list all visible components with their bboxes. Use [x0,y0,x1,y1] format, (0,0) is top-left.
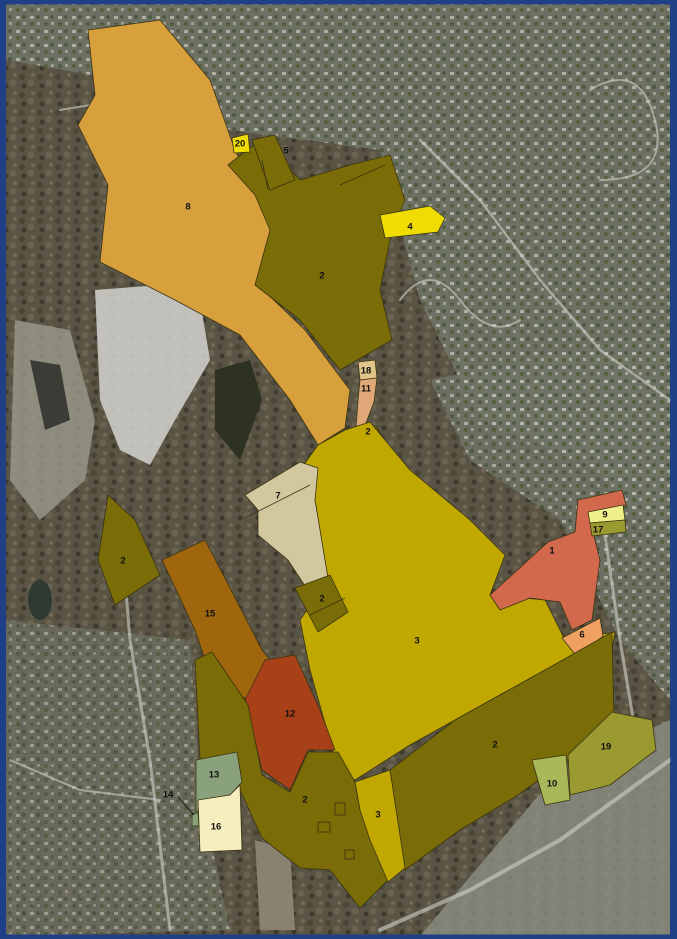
residential-area-southwest [6,620,230,936]
parcel-3-south[interactable] [354,769,406,883]
label-6: 6 [579,630,584,641]
label-18: 18 [361,366,372,377]
label-8: 8 [185,202,190,213]
parcel-14[interactable] [191,811,200,827]
label-1: 1 [549,546,555,557]
road-north [418,138,672,402]
parcel-16[interactable] [197,784,243,853]
parcel-layer [77,19,657,909]
label-5: 5 [283,146,289,157]
parcel-2-mid[interactable] [294,574,349,633]
label-14: 14 [163,790,174,801]
parcel-2-north[interactable] [227,139,406,371]
label-13: 13 [209,770,220,781]
label-16: 16 [211,822,222,833]
label-4: 4 [407,222,413,233]
parcel-12[interactable] [244,654,336,791]
parcel-19[interactable] [567,711,657,796]
road-loop-northeast [589,79,659,181]
forest-clearing [255,840,295,930]
label-17: 17 [593,525,604,536]
residential-area-east [430,330,670,700]
label-20: 20 [235,139,246,150]
label-2: 2 [319,271,324,282]
label-3: 3 [375,810,380,821]
label-11: 11 [361,384,372,395]
parcel-2-north-inner-line [261,159,269,191]
building-outline [334,802,346,816]
label-7: 7 [275,491,280,502]
parcel-6[interactable] [561,617,604,659]
parcel-20[interactable] [231,133,251,154]
pond-west [28,580,52,620]
parcel-2-north-inner-line [339,164,386,186]
parcel-2-west[interactable] [97,494,161,606]
parcel-4[interactable] [379,205,446,239]
dark-forest-patch [215,360,262,460]
road-curve-east [399,279,521,328]
building-outline [317,821,331,833]
label-2: 2 [492,740,497,751]
parcel-1[interactable] [489,489,627,631]
label-15: 15 [205,609,216,620]
parking-lot [95,285,210,465]
building-outline [344,849,355,860]
label-12: 12 [285,709,296,720]
label-9: 9 [602,510,607,521]
label-10: 10 [547,779,558,790]
parcel-labels: 8 2 5 20 4 18 11 2 3 7 2 15 2 1 9 17 6 1… [120,139,611,833]
parcel-2-mid-inner-line [309,597,346,616]
road-west-branch [9,759,161,801]
parcel-7-inner-line [244,484,311,519]
label-2: 2 [302,795,307,806]
label-19: 19 [601,742,612,753]
quarry-pit [30,360,70,430]
label-2: 2 [120,556,125,567]
road-diagonal-south [378,758,672,932]
label-2: 2 [319,594,324,605]
parcel-10[interactable] [531,754,571,806]
label-2: 2 [365,427,370,438]
parcel-5[interactable] [251,134,296,191]
leader-line-14 [177,796,195,816]
parcel-17[interactable] [589,519,627,537]
label-3: 3 [414,636,419,647]
